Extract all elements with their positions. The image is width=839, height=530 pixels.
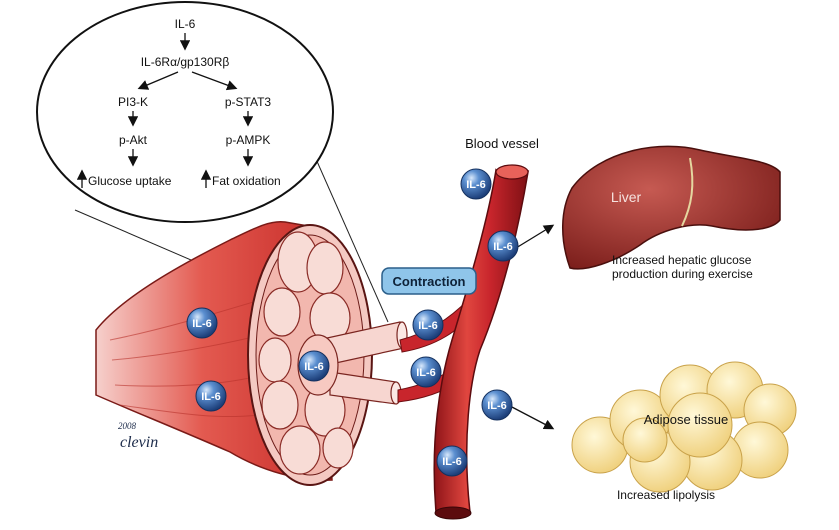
il6-badge-label: IL-6 <box>201 391 221 403</box>
il6-badge-label: IL-6 <box>304 361 324 373</box>
fascicles <box>258 231 354 475</box>
arrow-to-adipose <box>509 405 555 430</box>
pathway-pakt: p-Akt <box>119 133 148 147</box>
adipose-organ <box>571 361 797 493</box>
muscle-fibers <box>109 299 263 418</box>
il6-badge-label: IL-6 <box>487 400 507 412</box>
artist-signature: 2008 clevin <box>118 421 158 451</box>
il6-badge-label: IL-6 <box>192 318 212 330</box>
pathway-il6: IL-6 <box>175 17 196 31</box>
liver-effect-line1: Increased hepatic glucose <box>612 253 752 267</box>
il6-badges: IL-6IL-6IL-6IL-6IL-6IL-6IL-6IL-6IL-6 <box>186 168 519 477</box>
vessel-top-opening <box>495 164 529 180</box>
il6-badge-cross-section: IL-6 <box>298 350 330 382</box>
liver-label: Liver <box>611 189 642 205</box>
il6-badge-muscle-upper: IL-6 <box>186 307 218 339</box>
arrow-to-liver <box>515 224 555 249</box>
il6-badge-vessel-bottom: IL-6 <box>436 445 468 477</box>
blood-vessel-label: Blood vessel <box>465 136 539 151</box>
il6-badge-vessel-adipose: IL-6 <box>481 389 513 421</box>
contraction-label: Contraction <box>393 274 466 289</box>
adipose-label: Adipose tissue <box>644 412 729 427</box>
arrow-receptor-pstat3 <box>191 71 238 91</box>
il6-badge-branch-upper: IL-6 <box>412 309 444 341</box>
contraction-label-box: Contraction <box>381 267 477 295</box>
liver-effect-line2: production during exercise <box>612 267 753 281</box>
pathway-pi3k: PI3-K <box>118 95 148 109</box>
pathway-receptor: IL-6Rα/gp130Rβ <box>141 55 230 69</box>
pathway-glucose-uptake: Glucose uptake <box>88 174 172 188</box>
il6-badge-label: IL-6 <box>493 241 513 253</box>
il6-badge-vessel-liver: IL-6 <box>487 230 519 262</box>
il6-badge-label: IL-6 <box>418 320 438 332</box>
liver-shape <box>562 145 781 270</box>
signaling-pathway-bubble: IL-6 IL-6Rα/gp130Rβ PI3-K p-Akt Glucose … <box>36 1 334 223</box>
il6-badge-branch-lower: IL-6 <box>410 356 442 388</box>
vessel-bottom-opening <box>434 506 472 520</box>
il6-badge-muscle-lower: IL-6 <box>195 380 227 412</box>
liver-organ <box>562 145 781 270</box>
signature-year: 2008 <box>118 421 137 431</box>
il6-badge-label: IL-6 <box>466 179 486 191</box>
zoom-line-right <box>311 149 389 323</box>
pathway-pstat3: p-STAT3 <box>225 95 272 109</box>
pathway-ellipse <box>36 1 334 223</box>
il6-badge-label: IL-6 <box>442 456 462 468</box>
pathway-pampk: p-AMPK <box>226 133 271 147</box>
adipose-effect-label: Increased lipolysis <box>617 488 715 502</box>
il6-badge-label: IL-6 <box>416 367 436 379</box>
liver-ligament <box>681 157 694 227</box>
arrow-receptor-pi3k <box>137 71 179 90</box>
il6-badge-vessel-top: IL-6 <box>460 168 492 200</box>
signature-name: clevin <box>120 434 158 451</box>
pathway-fat-oxidation: Fat oxidation <box>212 174 281 188</box>
